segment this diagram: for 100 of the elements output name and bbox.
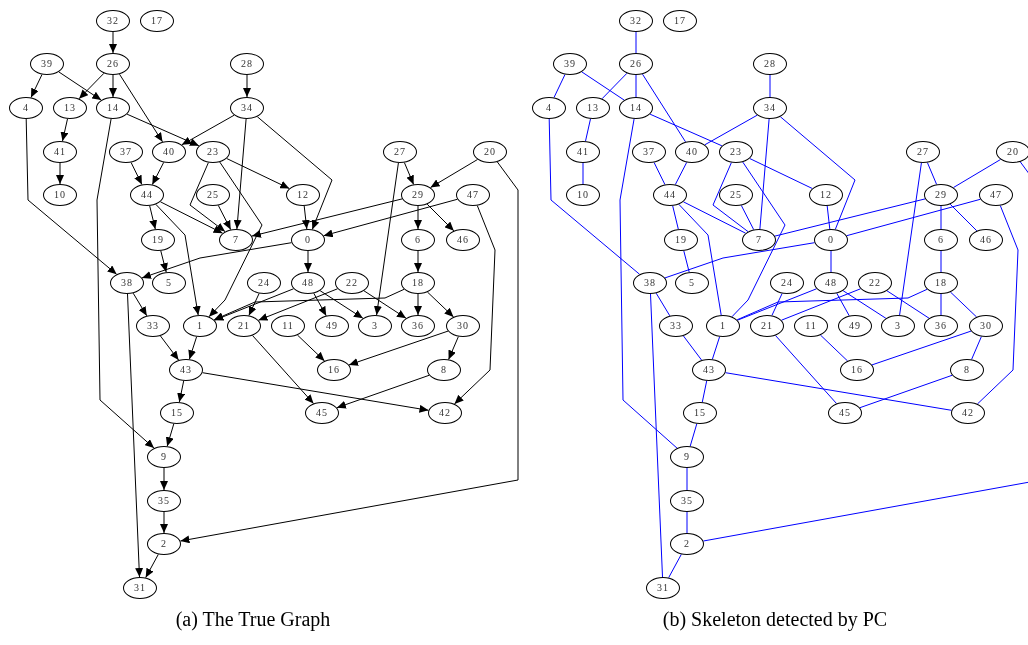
connector-line — [836, 292, 850, 317]
node-ellipse — [43, 184, 77, 206]
node-ellipse — [683, 402, 717, 424]
node-ellipse — [291, 229, 325, 251]
node-ellipse — [147, 446, 181, 468]
node-number: 31 — [657, 583, 669, 593]
node-ellipse — [838, 315, 872, 337]
arrow — [233, 118, 247, 230]
node-ellipse — [969, 315, 1003, 337]
arrow — [58, 71, 102, 101]
node-ellipse — [840, 359, 874, 381]
connector-line — [842, 290, 887, 319]
node-number: 17 — [151, 16, 163, 26]
node-number: 28 — [764, 59, 776, 69]
connector-line — [649, 113, 723, 147]
node-number: 37 — [120, 147, 132, 157]
node-ellipse — [315, 315, 349, 337]
node-number: 19 — [152, 235, 164, 245]
node-number: 4 — [546, 103, 552, 113]
node-number: 3 — [372, 321, 378, 331]
node-ellipse — [147, 533, 181, 555]
node-number: 18 — [935, 278, 947, 288]
node-ellipse — [750, 315, 784, 337]
arrow — [149, 205, 158, 230]
node-ellipse — [663, 10, 697, 32]
node-ellipse — [9, 97, 43, 119]
connector-line — [548, 118, 641, 275]
node-number: 48 — [302, 278, 314, 288]
node-ellipse — [401, 315, 435, 337]
node-number: 48 — [825, 278, 837, 288]
node-number: 36 — [412, 321, 424, 331]
node-ellipse — [664, 229, 698, 251]
node-number: 38 — [644, 278, 656, 288]
node-number: 42 — [439, 408, 451, 418]
node-ellipse — [828, 402, 862, 424]
arrow — [256, 116, 333, 230]
arrow — [109, 74, 117, 98]
arrow — [248, 293, 260, 316]
arrow — [348, 330, 449, 366]
node-number: 30 — [980, 321, 992, 331]
node-ellipse — [794, 315, 828, 337]
node-number: 20 — [1007, 147, 1019, 157]
connector-line — [635, 74, 637, 98]
node-number: 11 — [805, 321, 817, 331]
arrow — [181, 114, 235, 146]
node-number: 35 — [681, 496, 693, 506]
node-ellipse — [140, 10, 174, 32]
node-number: 22 — [869, 278, 881, 288]
connector-line — [771, 293, 783, 316]
node-ellipse — [196, 141, 230, 163]
arrow — [109, 31, 117, 54]
arrow — [426, 203, 455, 232]
node-ellipse — [951, 402, 985, 424]
arrow — [159, 201, 224, 234]
node-ellipse — [924, 229, 958, 251]
node-number: 10 — [54, 190, 66, 200]
figure-caption: (a) The True Graph — [175, 608, 331, 631]
arrow — [155, 203, 201, 316]
connector-line — [830, 250, 832, 273]
arrow — [159, 335, 180, 361]
node-ellipse — [809, 184, 843, 206]
node-number: 21 — [238, 321, 250, 331]
node-number: 8 — [964, 365, 970, 375]
node-number: 12 — [297, 190, 309, 200]
connector-line — [653, 162, 666, 185]
arrow — [252, 335, 314, 404]
connector-line — [820, 334, 848, 362]
node-ellipse — [633, 272, 667, 294]
node-ellipse — [906, 141, 940, 163]
node-number: 16 — [851, 365, 863, 375]
connector-line — [664, 242, 815, 279]
node-ellipse — [291, 272, 325, 294]
node-number: 37 — [643, 147, 655, 157]
node-number: 5 — [166, 278, 172, 288]
node-number: 31 — [134, 583, 146, 593]
node-ellipse — [566, 184, 600, 206]
arrow — [297, 334, 325, 362]
node-number: 39 — [41, 59, 53, 69]
arrow — [454, 205, 496, 405]
connector-line — [886, 290, 930, 319]
node-ellipse — [123, 577, 157, 599]
arrow — [132, 292, 148, 317]
node-number: 46 — [980, 235, 992, 245]
node-ellipse — [427, 359, 461, 381]
arrow — [179, 161, 519, 544]
node-number: 13 — [587, 103, 599, 113]
node-number: 49 — [326, 321, 338, 331]
arrow — [188, 336, 198, 360]
node-ellipse — [141, 229, 175, 251]
node-number: 0 — [828, 235, 834, 245]
node-ellipse — [646, 577, 680, 599]
node-number: 41 — [54, 147, 66, 157]
arrow — [430, 159, 478, 188]
node-number: 14 — [630, 103, 642, 113]
node-ellipse — [670, 446, 704, 468]
connector-line — [581, 71, 625, 101]
connector-line — [672, 205, 679, 230]
node-number: 9 — [161, 452, 167, 462]
node-ellipse — [753, 97, 787, 119]
connector-line — [702, 161, 1028, 542]
